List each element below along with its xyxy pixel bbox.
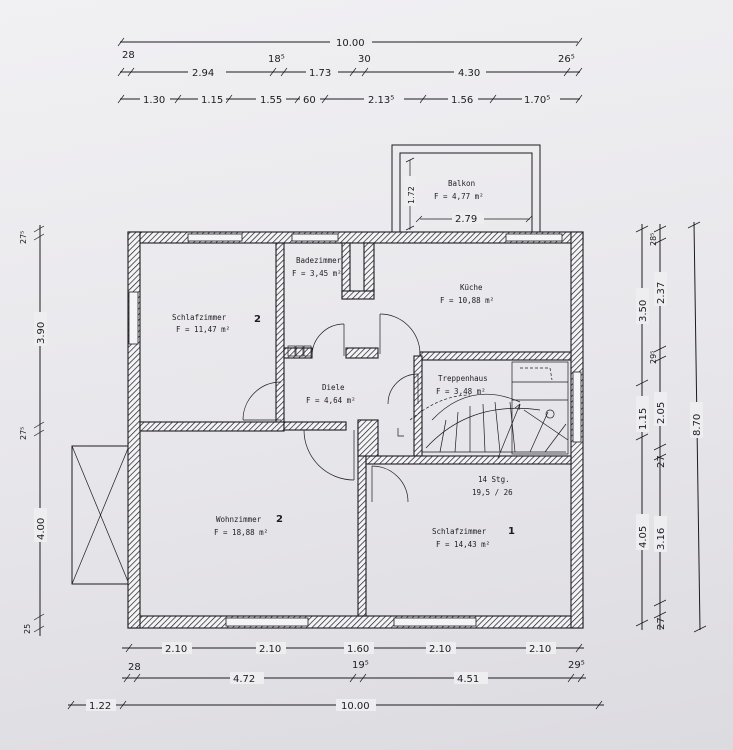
left-dimensions — [33, 225, 45, 636]
balkon-width: 2.79 — [455, 214, 477, 225]
stairs-ratio: 19,5 / 26 — [472, 488, 513, 497]
dim-top-r2-d: 1.73 — [309, 68, 331, 79]
wohn-name: Wohnzimmer — [216, 515, 262, 524]
dim-top-r3-d: 60 — [303, 95, 316, 106]
dim-top-r3-f: 1.56 — [451, 95, 473, 106]
dim-bottom-r2-a: 28 — [128, 662, 141, 673]
dim-right-mid-b: 1.15 — [638, 408, 649, 430]
dim-left-e: 25 — [23, 624, 32, 634]
schlaf1-name: Schlafzimmer — [432, 527, 487, 536]
dim-top-r3-e: 2.13⁵ — [368, 95, 394, 106]
kueche-area: F = 10,88 m² — [440, 296, 494, 305]
dim-top-r2-g: 26⁵ — [558, 54, 575, 65]
schlaf2-name: Schlafzimmer — [172, 313, 227, 322]
dim-bottom-r1-e: 2.10 — [529, 644, 551, 655]
dim-right-mid-c: 4.05 — [638, 526, 649, 548]
dim-right-inner-b: 2.37 — [656, 282, 667, 304]
stair-top-dashed — [520, 367, 553, 381]
dim-right-inner-e: 27 — [656, 455, 667, 468]
dim-top-r2-a: 28 — [122, 50, 135, 61]
schlaf2-number: 2 — [254, 314, 261, 325]
dim-top-total: 10.00 — [336, 38, 365, 49]
staircase — [422, 361, 569, 459]
treppe-name: Treppenhaus — [438, 374, 488, 383]
dim-top-r3-c: 1.55 — [260, 95, 282, 106]
diele-name: Diele — [322, 383, 345, 392]
dim-bottom-r2-c: 19⁵ — [352, 660, 369, 671]
dim-right-inner-d: 2.05 — [656, 402, 667, 424]
dim-bottom-r1-b: 2.10 — [259, 644, 281, 655]
shaft-boxes — [287, 345, 312, 357]
schlaf1-area: F = 14,43 m² — [436, 540, 490, 549]
balkon-area: F = 4,77 m² — [434, 192, 484, 201]
walls — [127, 231, 584, 629]
dim-top-r2-c: 18⁵ — [268, 54, 285, 65]
dim-right-outer-total: 8.70 — [692, 414, 703, 436]
dim-right-inner-g: 27 — [656, 617, 667, 630]
dim-right-mid-a: 3.50 — [638, 300, 649, 322]
dim-top-r2-e: 30 — [358, 54, 371, 65]
dim-top-r2-b: 2.94 — [192, 68, 214, 79]
schlaf1-number: 1 — [508, 526, 515, 537]
dim-bottom-r3-a: 1.22 — [89, 701, 111, 712]
treppe-area: F = 3,48 m² — [436, 387, 486, 396]
dim-right-inner-a: 28⁵ — [649, 233, 658, 246]
entrance-canopy — [71, 445, 130, 585]
dim-left-a: 27⁵ — [19, 231, 28, 244]
wohn-area: F = 18,88 m² — [214, 528, 268, 537]
diele-mark — [397, 428, 404, 437]
schlaf2-area: F = 11,47 m² — [176, 325, 230, 334]
dim-left-d: 4.00 — [36, 518, 47, 540]
doors — [242, 313, 421, 503]
dim-top-r3-g: 1.70⁵ — [524, 95, 550, 106]
dim-bottom-r1-d: 2.10 — [429, 644, 451, 655]
dim-top-r3-b: 1.15 — [201, 95, 223, 106]
bad-area: F = 3,45 m² — [292, 269, 342, 278]
dim-bottom-r1-c: 1.60 — [347, 644, 369, 655]
kueche-name: Küche — [460, 283, 483, 292]
diele-area: F = 4,64 m² — [306, 396, 356, 405]
dim-left-c: 27⁵ — [19, 427, 28, 440]
stair-path — [409, 394, 471, 421]
dim-bottom-r1-a: 2.10 — [165, 644, 187, 655]
dim-bottom-r2-d: 4.51 — [457, 674, 479, 685]
dim-top-r2-f: 4.30 — [458, 68, 480, 79]
bad-name: Badezimmer — [296, 256, 342, 265]
dim-bottom-r2-b: 4.72 — [233, 674, 255, 685]
dim-right-inner-f: 3.16 — [656, 528, 667, 550]
balkon-name: Balkon — [448, 179, 475, 188]
dim-left-b: 3.90 — [36, 322, 47, 344]
dim-bottom-r2-e: 29⁵ — [568, 660, 585, 671]
dim-bottom-r3-b: 10.00 — [341, 701, 370, 712]
dim-right-inner-c: 29⁵ — [649, 351, 658, 364]
dim-top-r3-a: 1.30 — [143, 95, 165, 106]
stairs-steps: 14 Stg. — [478, 475, 510, 484]
wohn-number: 2 — [276, 514, 283, 525]
balkon-height: 1.72 — [407, 186, 416, 204]
